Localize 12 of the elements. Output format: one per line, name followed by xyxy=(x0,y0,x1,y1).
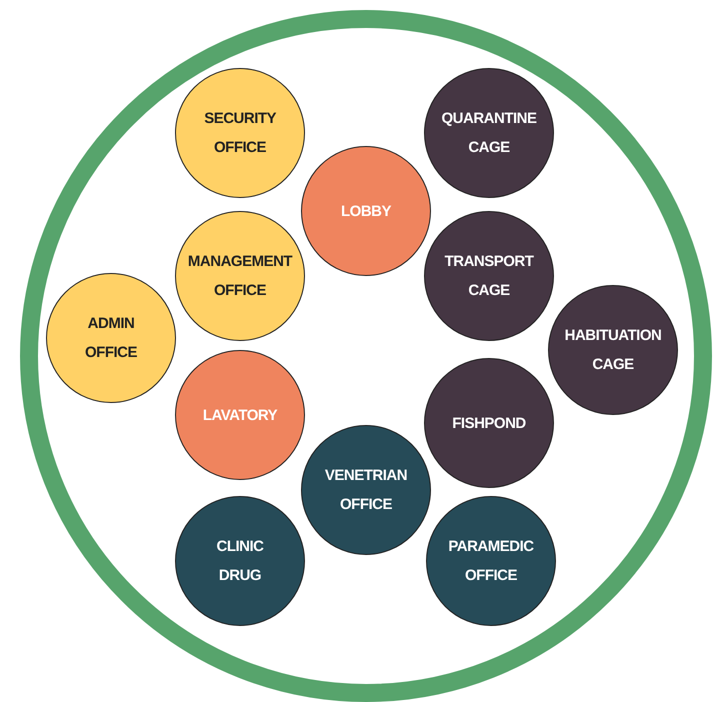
node-label: MANAGEMENT OFFICE xyxy=(188,252,292,301)
node-label: ADMIN OFFICE xyxy=(85,314,137,363)
node-label: SECURITY OFFICE xyxy=(204,109,276,158)
node-label: TRANSPORT CAGE xyxy=(444,252,534,301)
node-label: FISHPOND xyxy=(452,414,526,434)
node-label: LAVATORY xyxy=(202,406,278,426)
node-label: HABITUATION CAGE xyxy=(564,326,662,375)
node-label: LOBBY xyxy=(341,202,391,222)
node-label: QUARANTINE CAGE xyxy=(442,109,536,158)
node-label: CLINIC DRUG xyxy=(216,537,264,586)
node-label: VENETRIAN OFFICE xyxy=(324,466,408,515)
node-label: PARAMEDIC OFFICE xyxy=(448,537,534,586)
